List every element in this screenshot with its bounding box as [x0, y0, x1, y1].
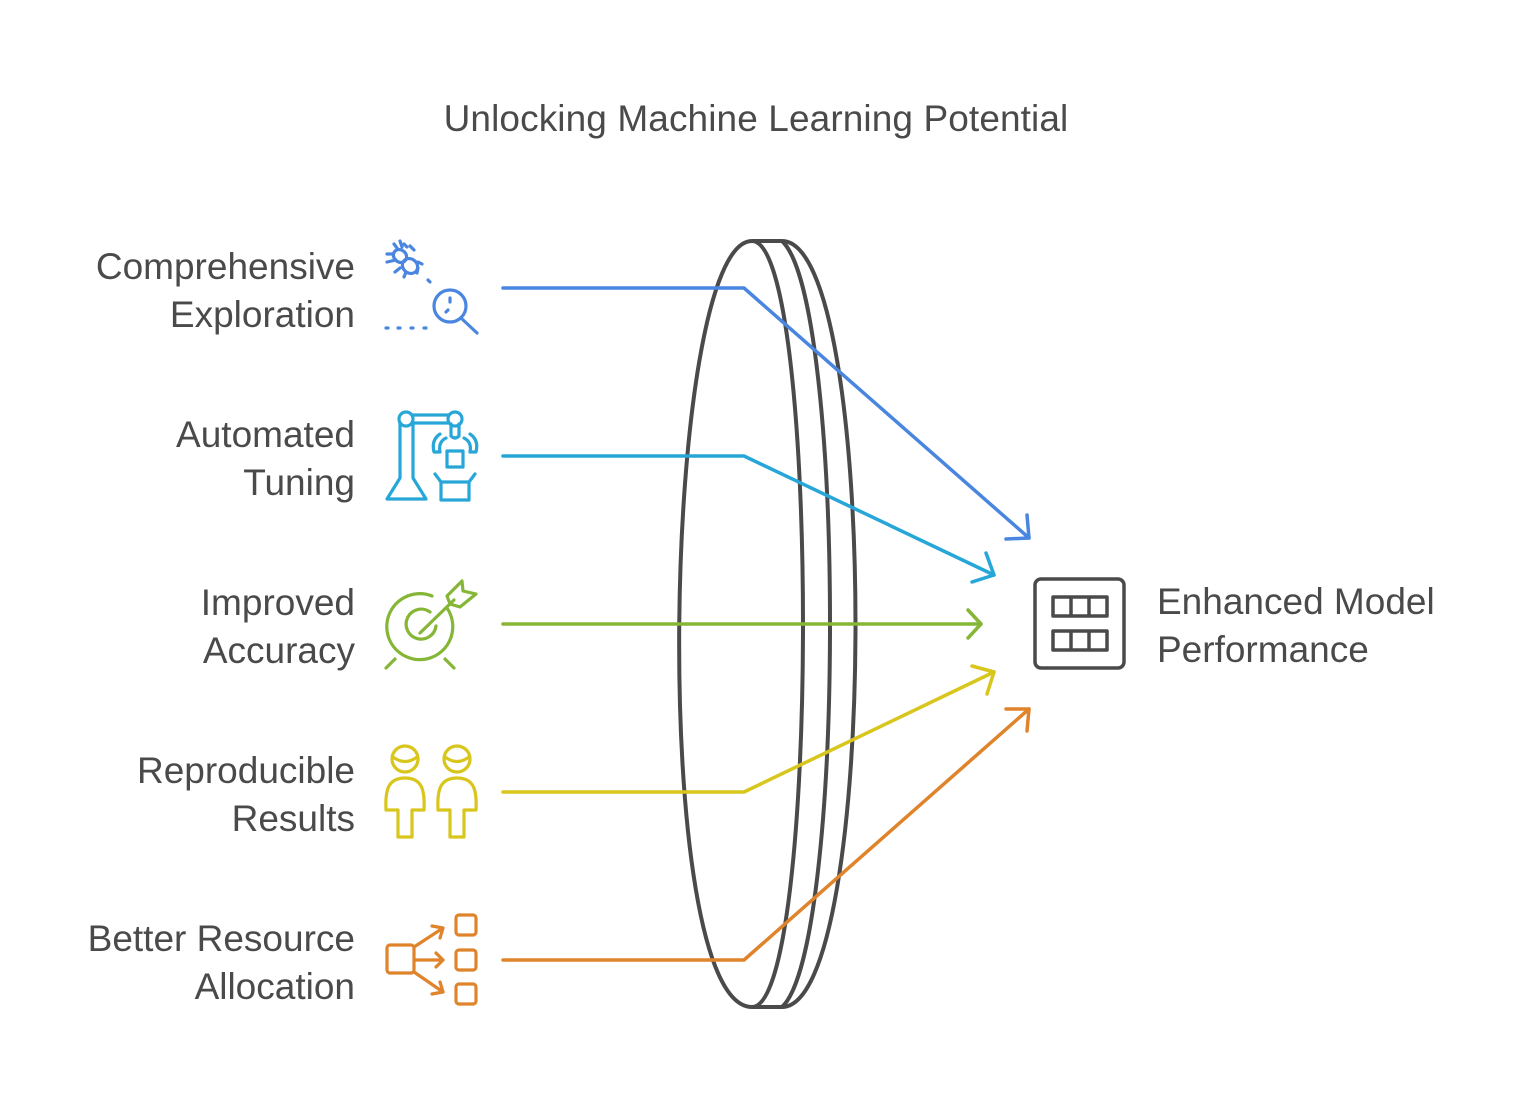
output-label-line: Performance	[1157, 629, 1369, 670]
input-label-reproducible: Reproducible Results	[137, 747, 355, 843]
input-label-accuracy: Improved Accuracy	[201, 579, 355, 675]
connector-accuracy	[501, 608, 983, 640]
connector-line	[501, 707, 1031, 962]
connector-resource	[501, 707, 1031, 962]
arrowhead	[970, 664, 996, 696]
arrowhead	[970, 551, 996, 584]
input-label-resource: Better Resource Allocation	[88, 915, 355, 1011]
input-label-line: Tuning	[243, 462, 355, 503]
input-label-line: Better Resource	[87, 918, 355, 959]
arrowhead	[1004, 707, 1031, 733]
two-people-icon	[384, 744, 478, 839]
input-label-line: Comprehensive	[95, 246, 355, 287]
arrowhead	[1004, 513, 1031, 541]
connector-line	[501, 454, 996, 577]
target-arrow-icon	[384, 579, 478, 670]
arrowhead	[966, 608, 983, 640]
input-label-line: Improved	[200, 582, 355, 623]
input-label-exploration: Comprehensive Exploration	[96, 243, 355, 339]
input-label-line: Reproducible	[136, 750, 355, 791]
output-label: Enhanced Model Performance	[1157, 578, 1435, 674]
grid-panel-icon	[1033, 577, 1126, 670]
diagram-title: Unlocking Machine Learning Potential	[443, 98, 1069, 139]
input-label-line: Exploration	[169, 294, 355, 335]
connector-line	[501, 286, 1031, 540]
input-label-tuning: Automated Tuning	[176, 411, 355, 507]
output-label-line: Enhanced Model	[1157, 581, 1435, 622]
input-label-line: Results	[231, 798, 355, 839]
robot-arm-icon	[385, 410, 479, 502]
connector-exploration	[501, 286, 1031, 541]
connector-reproducible	[501, 664, 996, 794]
bug-search-icon	[384, 239, 479, 335]
connector-line	[501, 670, 996, 794]
distribution-arrows-icon	[385, 913, 478, 1006]
input-label-line: Automated	[176, 414, 355, 455]
connector-tuning	[501, 454, 996, 584]
input-label-line: Accuracy	[202, 630, 355, 671]
input-label-line: Allocation	[194, 966, 355, 1007]
